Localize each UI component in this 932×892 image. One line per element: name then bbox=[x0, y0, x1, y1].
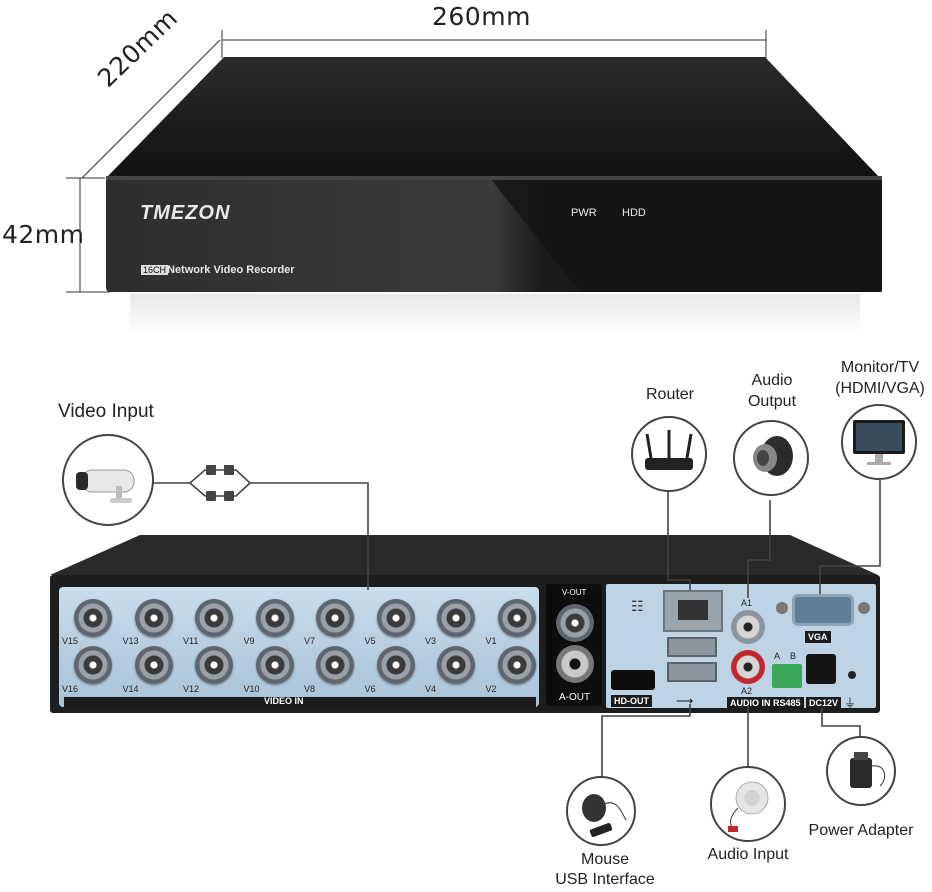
monitor-label-line2: (HDMI/VGA) bbox=[835, 380, 925, 397]
audio-in-1-connector[interactable] bbox=[731, 610, 765, 644]
bnc-connector-v4[interactable] bbox=[437, 646, 475, 684]
bnc-connector-v15[interactable] bbox=[74, 599, 112, 637]
audio-output-label-line2: Output bbox=[747, 393, 797, 410]
reset-hole bbox=[848, 671, 856, 679]
speaker-icon bbox=[753, 436, 793, 476]
dc-power-jack[interactable] bbox=[806, 654, 836, 684]
channel-label-v12: V12 bbox=[183, 684, 200, 694]
brand-logo: TMEZON bbox=[140, 202, 231, 224]
power-adapter-icon bbox=[850, 752, 886, 788]
bullet-camera-icon bbox=[76, 469, 135, 503]
bnc-connector-v1[interactable] bbox=[497, 599, 536, 637]
bnc-connector-v11[interactable] bbox=[195, 599, 233, 637]
channel-label-v4: V4 bbox=[425, 684, 437, 694]
bnc-connector-v9[interactable] bbox=[255, 599, 294, 637]
microphone-icon bbox=[728, 781, 769, 832]
mouse-label-line1: Mouse bbox=[580, 851, 630, 868]
rs485-b-label: B bbox=[790, 651, 797, 661]
v-out-connector[interactable] bbox=[556, 604, 594, 642]
channel-label-v3: V3 bbox=[425, 636, 437, 646]
a-out-connector[interactable] bbox=[556, 645, 594, 683]
bnc-connector-v14[interactable] bbox=[134, 646, 173, 684]
bnc-connector-v16[interactable] bbox=[74, 646, 112, 684]
bnc-connector-v7[interactable] bbox=[316, 599, 354, 637]
hdd-indicator: HDD bbox=[622, 207, 646, 219]
audio-in-label: AUDIO IN bbox=[727, 697, 774, 709]
channel-label-v2: V2 bbox=[485, 684, 497, 694]
router-label: Router bbox=[645, 386, 695, 403]
monitor-label-line1: Monitor/TV bbox=[840, 359, 920, 376]
hd-out-label: HD-OUT bbox=[611, 695, 652, 707]
audio-output-label-line1: Audio bbox=[751, 372, 793, 389]
bnc-connector-v2[interactable] bbox=[497, 646, 536, 684]
nvr-front-device bbox=[106, 57, 882, 334]
rs485-terminal[interactable] bbox=[772, 664, 802, 688]
channel-label-v5: V5 bbox=[364, 636, 376, 646]
mouse-callout bbox=[566, 776, 636, 846]
height-dimension: 42mm bbox=[2, 220, 85, 249]
channel-label-v14: V14 bbox=[122, 684, 139, 694]
monitor-icon bbox=[853, 420, 905, 465]
video-input-label: Video Input bbox=[58, 401, 154, 422]
channel-label-v6: V6 bbox=[364, 684, 376, 694]
a-out-label: A-OUT bbox=[559, 692, 591, 703]
usb-port-bottom[interactable] bbox=[667, 662, 717, 682]
bnc-connector-v6[interactable] bbox=[376, 646, 415, 684]
rs485-a-label: A bbox=[774, 651, 781, 661]
channel-label-v8: V8 bbox=[304, 684, 316, 694]
bnc-connector-v8[interactable] bbox=[316, 646, 354, 684]
usb-port-top[interactable] bbox=[667, 637, 717, 657]
channel-label-v15: V15 bbox=[62, 636, 79, 646]
dc-label: DC12V bbox=[806, 697, 842, 709]
camera-callout bbox=[62, 434, 154, 526]
bnc-connector-v3[interactable] bbox=[437, 599, 475, 637]
vga-label: VGA bbox=[805, 631, 831, 643]
channel-label-v16: V16 bbox=[62, 684, 79, 694]
model-label: Network Video Recorder bbox=[167, 264, 295, 276]
vga-port[interactable] bbox=[792, 594, 854, 626]
dimension-lines bbox=[66, 30, 767, 293]
width-dimension: 260mm bbox=[432, 2, 531, 31]
bnc-connector-v10[interactable] bbox=[255, 646, 294, 684]
channel-label-v9: V9 bbox=[243, 636, 255, 646]
usb-icon: ⟶ bbox=[676, 694, 694, 708]
mouse-icon bbox=[582, 794, 627, 837]
power-adapter-callout bbox=[826, 736, 896, 806]
power-adapter-label: Power Adapter bbox=[808, 822, 914, 839]
monitor-callout bbox=[841, 404, 917, 480]
channel-badge: 16CH bbox=[141, 265, 169, 275]
video-in-label: VIDEO IN bbox=[264, 696, 304, 706]
a2-label: A2 bbox=[741, 686, 753, 696]
pwr-indicator: PWR bbox=[571, 207, 597, 219]
audio-input-callout bbox=[710, 766, 786, 842]
channel-label-v10: V10 bbox=[243, 684, 260, 694]
router-callout bbox=[631, 416, 707, 492]
v-out-label: V-OUT bbox=[562, 588, 587, 597]
a1-label: A1 bbox=[741, 598, 753, 608]
hdmi-port[interactable] bbox=[611, 670, 655, 690]
mouse-label-line2: USB Interface bbox=[555, 871, 655, 888]
bnc-connector-v13[interactable] bbox=[134, 599, 173, 637]
ethernet-port[interactable] bbox=[663, 590, 723, 632]
audio-input-label: Audio Input bbox=[707, 846, 789, 863]
audio-in-2-connector[interactable] bbox=[731, 650, 765, 684]
ground-icon: ⏚ bbox=[844, 696, 857, 710]
router-icon bbox=[645, 430, 693, 470]
bnc-connector-v12[interactable] bbox=[195, 646, 233, 684]
channel-label-v13: V13 bbox=[122, 636, 139, 646]
audio-output-callout bbox=[733, 420, 809, 496]
channel-label-v7: V7 bbox=[304, 636, 316, 646]
bnc-connector-v5[interactable] bbox=[376, 599, 415, 637]
channel-label-v1: V1 bbox=[485, 636, 497, 646]
network-icon: ☷ bbox=[631, 598, 644, 614]
channel-label-v11: V11 bbox=[183, 636, 199, 646]
rs485-label: RS485 bbox=[770, 697, 804, 709]
